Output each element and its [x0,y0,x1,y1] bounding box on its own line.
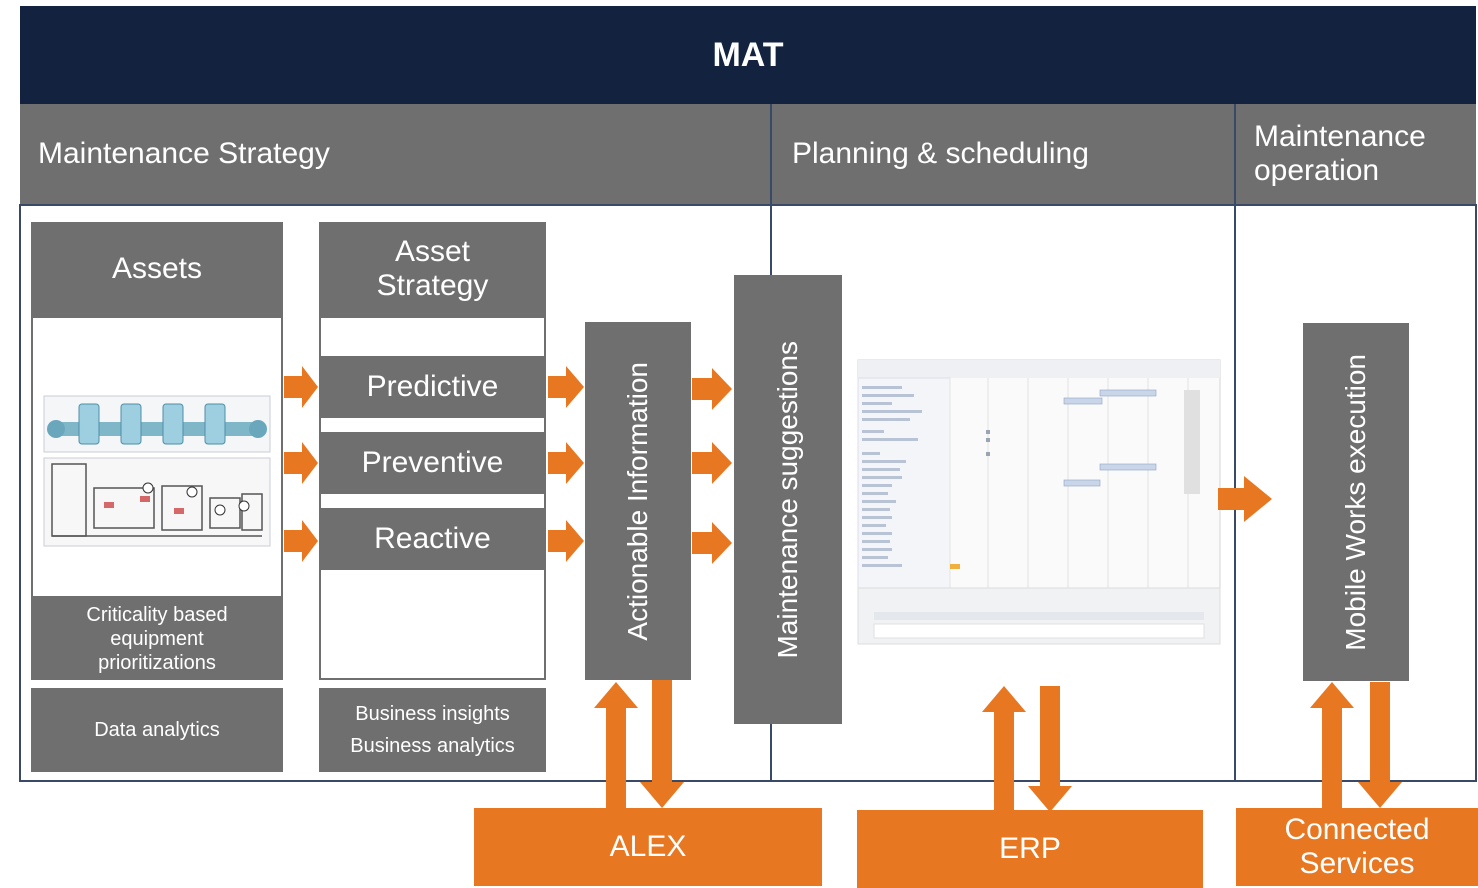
pipeline-equipment-image [43,395,271,453]
mobile-works-execution-box: Mobile Works execution [1303,323,1409,681]
erp-box: ERP [857,810,1203,888]
connected-services-box: Connected Services [1236,808,1478,886]
arrow-right-icon [692,442,732,484]
arrow-right-icon [548,520,584,562]
criticality-prioritization-box: Criticality based equipment prioritizati… [31,598,283,680]
planning-scheduling-header: Planning & scheduling [772,104,1234,204]
maintenance-strategy-header: Maintenance Strategy [20,104,770,204]
arrow-down-icon [640,680,684,808]
arrow-right-icon [548,442,584,484]
arrow-up-icon [1310,682,1354,808]
mat-title-bar: MAT [20,6,1476,104]
arrow-up-icon [594,682,638,808]
arrow-right-icon [692,522,732,564]
assets-header: Assets [31,222,283,316]
data-analytics-box: Data analytics [31,688,283,772]
arrow-up-icon [982,686,1026,810]
maintenance-suggestions-box: Maintenance suggestions [734,275,842,724]
section-divider [770,104,772,204]
actionable-information-box: Actionable Information [585,322,691,680]
business-insights-box: Business insights Business analytics [319,688,546,772]
arrow-right-icon [284,520,318,562]
arrow-right-icon [284,442,318,484]
machinery-diagram-image [43,457,271,547]
arrow-right-icon [284,366,318,408]
reactive-box: Reactive [319,508,546,570]
section-divider [1234,104,1236,204]
maintenance-operation-header: Maintenance operation [1236,104,1476,204]
arrow-right-icon [548,366,584,408]
preventive-box: Preventive [319,432,546,494]
asset-strategy-header: Asset Strategy [319,222,546,316]
mat-title: MAT [712,35,784,74]
alex-box: ALEX [474,808,822,886]
arrow-right-icon [692,368,732,410]
arrow-down-icon [1358,682,1402,808]
predictive-box: Predictive [319,356,546,418]
assets-image-panel [31,316,283,598]
arrow-right-icon [1218,476,1272,522]
arrow-down-icon [1028,686,1072,812]
planning-gantt-screenshot [857,359,1221,645]
